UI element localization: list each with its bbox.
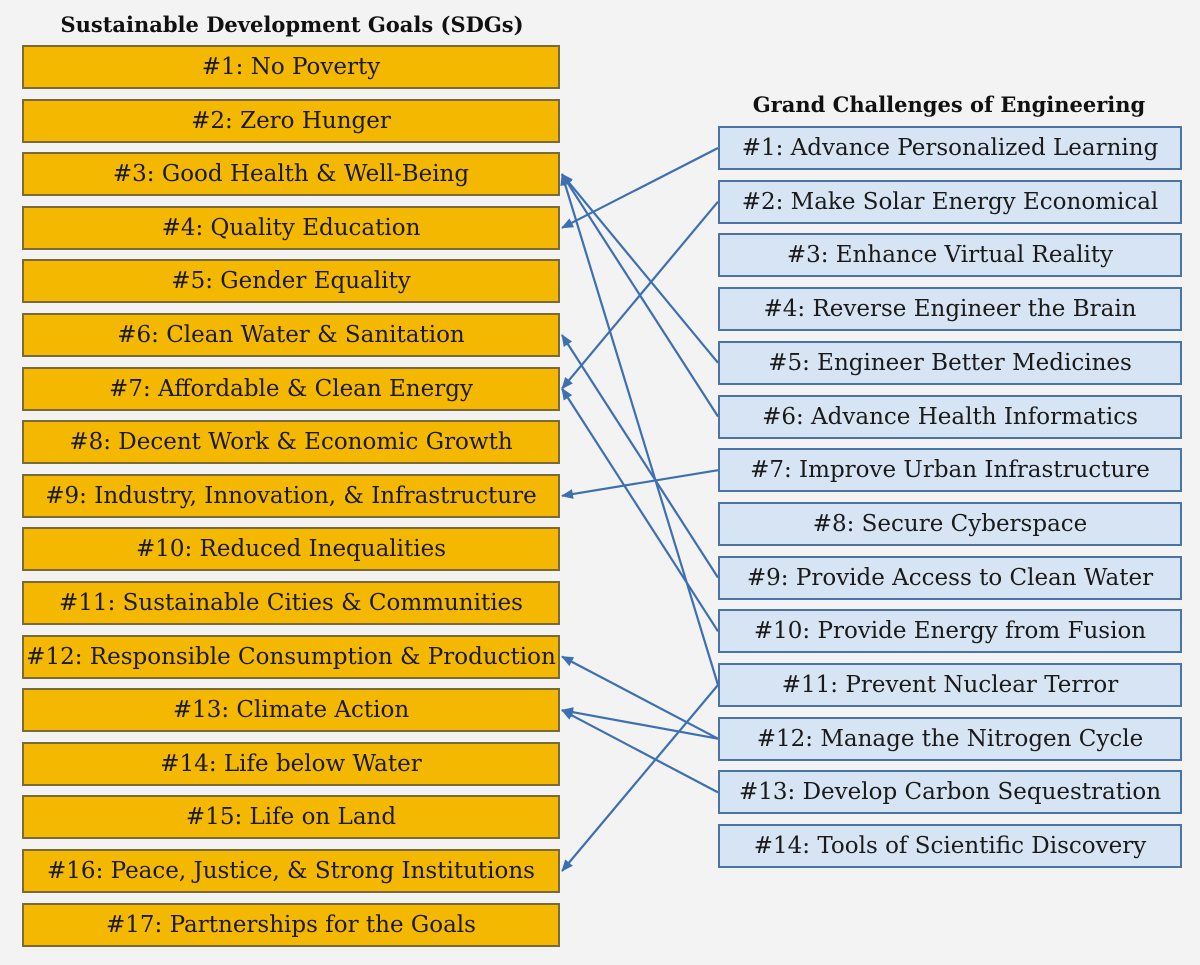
sdg-box-8: #8: Decent Work & Economic Growth (22, 420, 560, 465)
sdg-box-15: #15: Life on Land (22, 795, 560, 840)
arrow-challenge-6-to-sdg-3 (561, 173, 719, 418)
challenge-box-9: #9: Provide Access to Clean Water (718, 555, 1182, 600)
sdg-column-title: Sustainable Development Goals (SDGs) (60, 12, 524, 37)
sdg-box-4: #4: Quality Education (22, 205, 560, 250)
arrow-challenge-13-to-sdg-13 (561, 709, 719, 794)
sdg-box-16: #16: Peace, Justice, & Strong Institutio… (22, 849, 560, 893)
sdg-box-11: #11: Sustainable Cities & Communities (22, 581, 560, 625)
arrow-challenge-9-to-sdg-6 (561, 334, 719, 579)
challenge-box-12: #12: Manage the Nitrogen Cycle (718, 716, 1182, 761)
sdg-box-5: #5: Gender Equality (22, 259, 560, 304)
challenge-box-8: #8: Secure Cyberspace (718, 501, 1182, 546)
challenge-box-1: #1: Advance Personalized Learning (718, 126, 1182, 170)
challenge-box-2: #2: Make Solar Energy Economical (718, 179, 1182, 224)
sdg-box-10: #10: Reduced Inequalities (22, 527, 560, 572)
challenge-box-14: #14: Tools of Scientific Discovery (718, 824, 1182, 869)
sdg-box-7: #7: Affordable & Clean Energy (22, 366, 560, 411)
arrow-challenge-1-to-sdg-4 (561, 147, 719, 229)
sdg-box-1: #1: No Poverty (22, 45, 560, 89)
grand-challenges-column-title: Grand Challenges of Engineering (752, 92, 1146, 117)
sdg-box-13: #13: Climate Action (22, 688, 560, 733)
arrow-challenge-12-to-sdg-13 (561, 707, 719, 740)
sdg-box-3: #3: Good Health & Well-Being (22, 152, 560, 197)
challenge-box-13: #13: Develop Carbon Sequestration (718, 770, 1182, 815)
arrow-challenge-11-to-sdg-16 (561, 684, 719, 872)
challenge-box-10: #10: Provide Energy from Fusion (718, 609, 1182, 654)
challenge-box-11: #11: Prevent Nuclear Terror (718, 663, 1182, 707)
arrow-challenge-7-to-sdg-9 (561, 469, 719, 499)
arrow-challenge-11-to-sdg-3 (560, 173, 720, 686)
arrow-challenge-12-to-sdg-12 (561, 655, 719, 740)
challenge-box-7: #7: Improve Urban Infrastructure (718, 448, 1182, 493)
sdg-box-2: #2: Zero Hunger (22, 98, 560, 143)
challenge-box-5: #5: Engineer Better Medicines (718, 340, 1182, 385)
challenge-box-4: #4: Reverse Engineer the Brain (718, 287, 1182, 332)
sdg-box-17: #17: Partnerships for the Goals (22, 902, 560, 947)
challenge-box-3: #3: Enhance Virtual Reality (718, 233, 1182, 278)
sdg-box-14: #14: Life below Water (22, 741, 560, 786)
sdg-box-12: #12: Responsible Consumption & Productio… (22, 634, 560, 679)
arrow-challenge-5-to-sdg-3 (561, 173, 719, 364)
sdg-box-6: #6: Clean Water & Sanitation (22, 313, 560, 357)
sdg-box-9: #9: Industry, Innovation, & Infrastructu… (22, 473, 560, 518)
arrow-challenge-10-to-sdg-7 (561, 387, 719, 632)
challenge-box-6: #6: Advance Health Informatics (718, 394, 1182, 439)
